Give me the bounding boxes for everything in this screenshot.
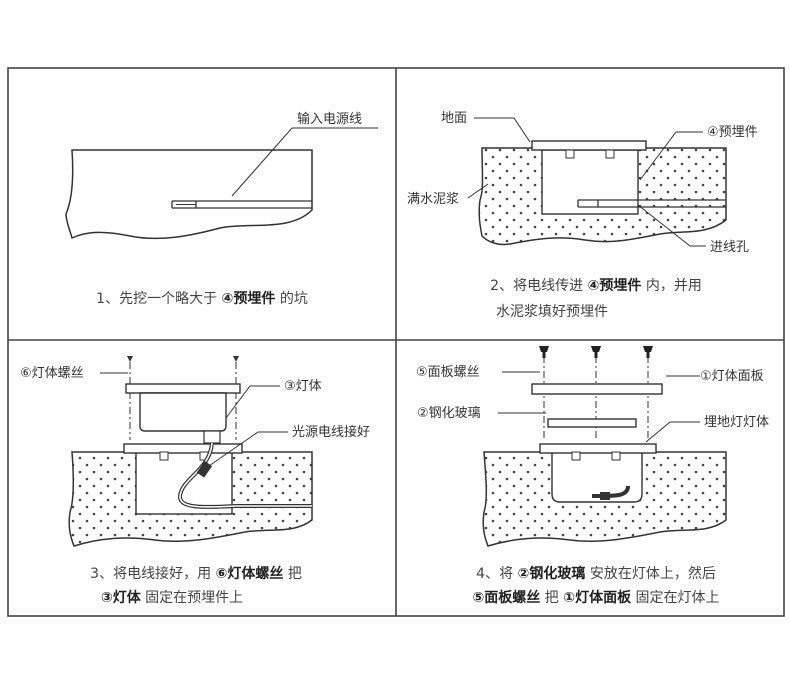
panel2-cement-leader	[467, 183, 489, 199]
panel2-label-cement: 满水泥浆	[407, 192, 459, 207]
panel4-lamp-flange	[539, 443, 657, 454]
panel4-label-lamp-body: 埋地灯灯体	[704, 415, 769, 430]
panel4-label-panel-screws: ⑤面板螺丝	[416, 365, 480, 380]
panel4-screw-left	[539, 346, 549, 440]
panel1-input-wire	[171, 200, 312, 209]
panel2-part4-leader	[639, 131, 703, 181]
panel2-caption-line2: 水泥浆填好预埋件	[496, 304, 608, 320]
grid-frame	[7, 67, 785, 617]
panel3-lamp-leader	[225, 385, 280, 419]
panel2-label-embedded-part: ④预埋件	[707, 125, 758, 140]
panel2-label-ground: 地面	[441, 111, 467, 126]
panel1-ground-outline	[65, 149, 313, 240]
panel1-label-input-wire: 输入电源线	[297, 111, 362, 127]
panel3-label-lamp-body: ③灯体	[284, 379, 322, 394]
panel4-caption-line2: ⑤面板螺丝 把 ①灯体面板 固定在灯体上	[472, 589, 719, 606]
panel4-label-tempered-glass: ②钢化玻璃	[417, 406, 481, 421]
panel3-embedded-flange	[123, 443, 243, 454]
panel4-label-face-panel: ①灯体面板	[700, 369, 764, 384]
panel2-label-inlet-hole: 进线孔	[710, 240, 749, 255]
panel-2: 地面 ④预埋件 满水泥浆 进线孔 2、将电线传进 ④预埋件 内，并用 水泥浆填好…	[407, 111, 758, 320]
panel2-cable	[577, 199, 726, 208]
panel3-lamp-body	[139, 392, 227, 432]
panel4-caption-line1: 4、将 ②钢化玻璃 安放在灯体上，然后	[476, 565, 716, 582]
panel3-caption-line2: ③灯体 固定在预埋件上	[101, 589, 243, 606]
panel2-embedded-flange	[531, 140, 647, 151]
panel3-label-lamp-screws: ⑥灯体螺丝	[20, 366, 84, 381]
panel2-embedded-part	[541, 149, 639, 215]
panel-4: ⑤面板螺丝 ①灯体面板 ②钢化玻璃 埋地灯灯体 4、将 ②钢化玻璃 安放在灯体上…	[416, 346, 769, 606]
panel4-tempered-glass	[547, 418, 637, 428]
panel1-wire-leader	[231, 127, 378, 197]
panel-3: ⑥灯体螺丝 ③灯体 光源电线接好 3、将电线接好，用 ⑥灯体螺丝 把 ③灯体 固…	[20, 356, 370, 606]
panel4-body-leader	[645, 421, 700, 443]
panel3-lamp-flange	[125, 383, 241, 394]
panel4-screw-right	[643, 346, 653, 440]
panel3-caption-line1: 3、将电线接好，用 ⑥灯体螺丝 把	[90, 565, 302, 582]
panel1-caption: 1、先挖一个略大于 ④预埋件 的坑	[96, 290, 308, 307]
panel-1: 输入电源线 1、先挖一个略大于 ④预埋件 的坑	[65, 111, 378, 307]
panel3-screw-right	[233, 356, 239, 440]
panel4-lamp-body	[551, 451, 643, 503]
panel3-screw-left	[127, 356, 133, 440]
panel3-wire-leader	[205, 431, 288, 469]
panel2-ground-leader	[474, 117, 531, 143]
panel2-hole-leader	[637, 204, 706, 247]
panel3-label-light-wire: 光源电线接好	[292, 424, 370, 440]
panel4-face-panel	[531, 383, 663, 395]
panel2-caption-line1: 2、将电线传进 ④预埋件 内，并用	[490, 277, 702, 294]
